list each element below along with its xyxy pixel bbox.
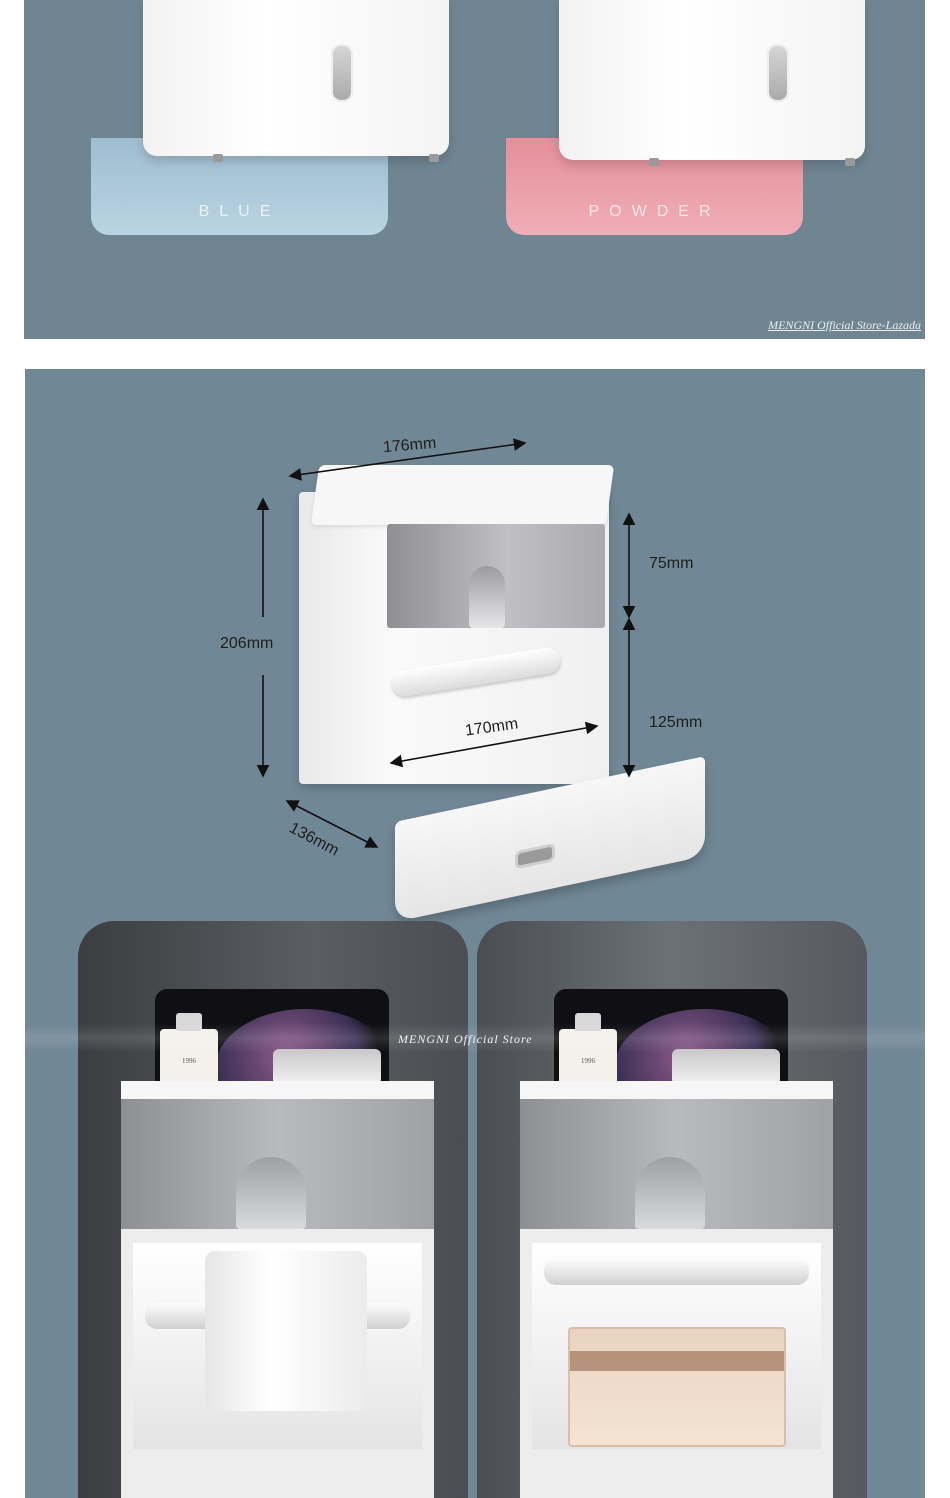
drawer-height-label: 75mm — [649, 555, 694, 572]
compartment-interior — [532, 1243, 821, 1449]
height-label: 206mm — [220, 635, 274, 652]
color-options-panel: BLUE POWDER MENGNI Official Store-Lazada — [24, 0, 925, 339]
holder-drawer — [387, 524, 605, 628]
depth-arrow — [285, 800, 379, 848]
dimension-arrows — [256, 438, 636, 848]
roll-rod — [544, 1259, 809, 1285]
holder-foot — [649, 158, 659, 166]
drawer-handle — [635, 1157, 705, 1229]
blue-color-label: BLUE — [198, 203, 281, 220]
holder-drawer — [121, 1099, 434, 1229]
dimensions-panel: 176mm 206mm 75mm 125mm 170mm 136mm 1996 … — [25, 369, 925, 1498]
holder-shelf — [121, 1081, 434, 1099]
lower-height-label: 125mm — [649, 714, 703, 731]
holder-foot — [213, 154, 223, 162]
holder-drawer — [520, 1099, 833, 1229]
powder-color-label: POWDER — [588, 203, 721, 220]
cream-jar — [273, 1049, 381, 1085]
holder-foot — [845, 158, 855, 166]
toilet-roll-usage-photo: 1996 — [78, 921, 468, 1498]
tissue-box-usage-photo: 1996 — [477, 921, 867, 1498]
photo-watermark: MENGNI Official Store — [398, 1032, 533, 1046]
holder-shelf — [520, 1081, 833, 1099]
holder-lower-compartment — [121, 1229, 434, 1498]
powder-holder-image — [559, 0, 865, 166]
blue-holder-image — [143, 0, 449, 162]
tissue-box — [568, 1327, 786, 1447]
store-watermark: MENGNI Official Store-Lazada — [768, 318, 921, 332]
drawer-handle — [469, 566, 505, 628]
holder-window — [331, 44, 353, 102]
holder-foot — [429, 154, 439, 162]
compartment-interior — [133, 1243, 422, 1449]
cream-jar — [672, 1049, 780, 1085]
bottle-label: 1996 — [182, 1057, 196, 1065]
holder-window — [767, 44, 789, 102]
toilet-paper-roll — [205, 1251, 367, 1411]
holder-lower-compartment — [520, 1229, 833, 1498]
drawer-handle — [236, 1157, 306, 1229]
width-arrow — [288, 438, 527, 481]
inner-width-arrow — [389, 721, 599, 768]
watermark-band — [25, 1023, 925, 1053]
bottle-label: 1996 — [581, 1057, 595, 1065]
